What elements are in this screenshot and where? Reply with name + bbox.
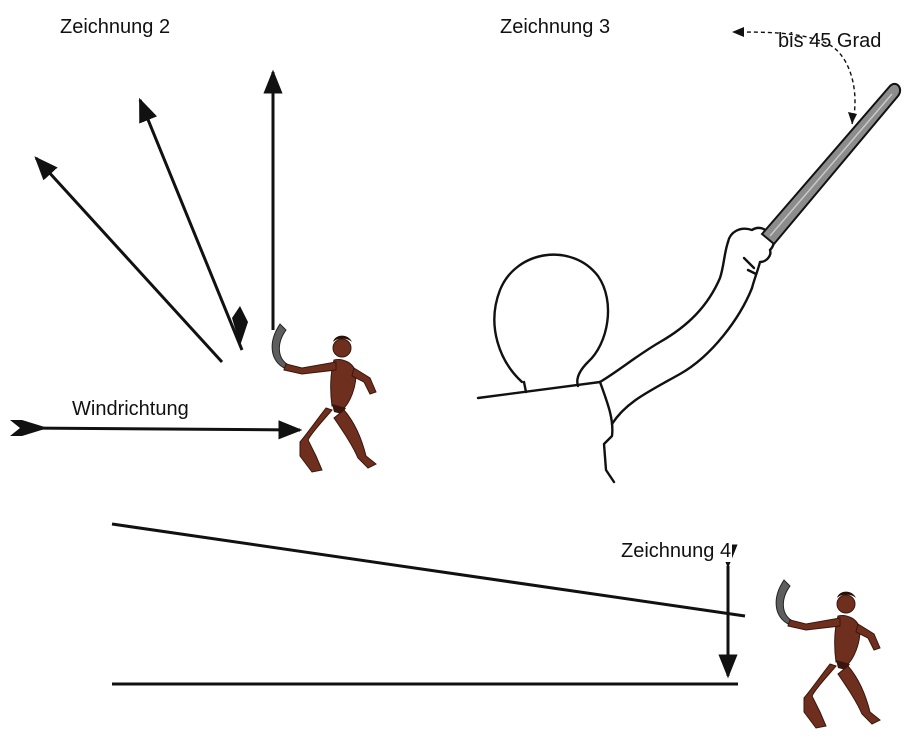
drawing-4-label: Zeichnung 4 bbox=[620, 540, 733, 562]
throwing-stick bbox=[760, 82, 902, 246]
person-outline bbox=[476, 226, 775, 484]
slope-lines bbox=[111, 522, 746, 686]
angle-indicator bbox=[732, 27, 857, 125]
thrower-figure-1 bbox=[271, 323, 377, 473]
drawing-3-label: Zeichnung 3 bbox=[500, 16, 611, 38]
thrower-figure-2 bbox=[775, 579, 881, 729]
wind-arrow bbox=[10, 420, 303, 440]
angle-note-label: bis 45 Grad bbox=[778, 30, 882, 52]
drawing-2-label: Zeichnung 2 bbox=[60, 16, 171, 38]
wind-direction-label: Windrichtung bbox=[72, 398, 189, 420]
throw-direction-arrows bbox=[34, 69, 283, 364]
